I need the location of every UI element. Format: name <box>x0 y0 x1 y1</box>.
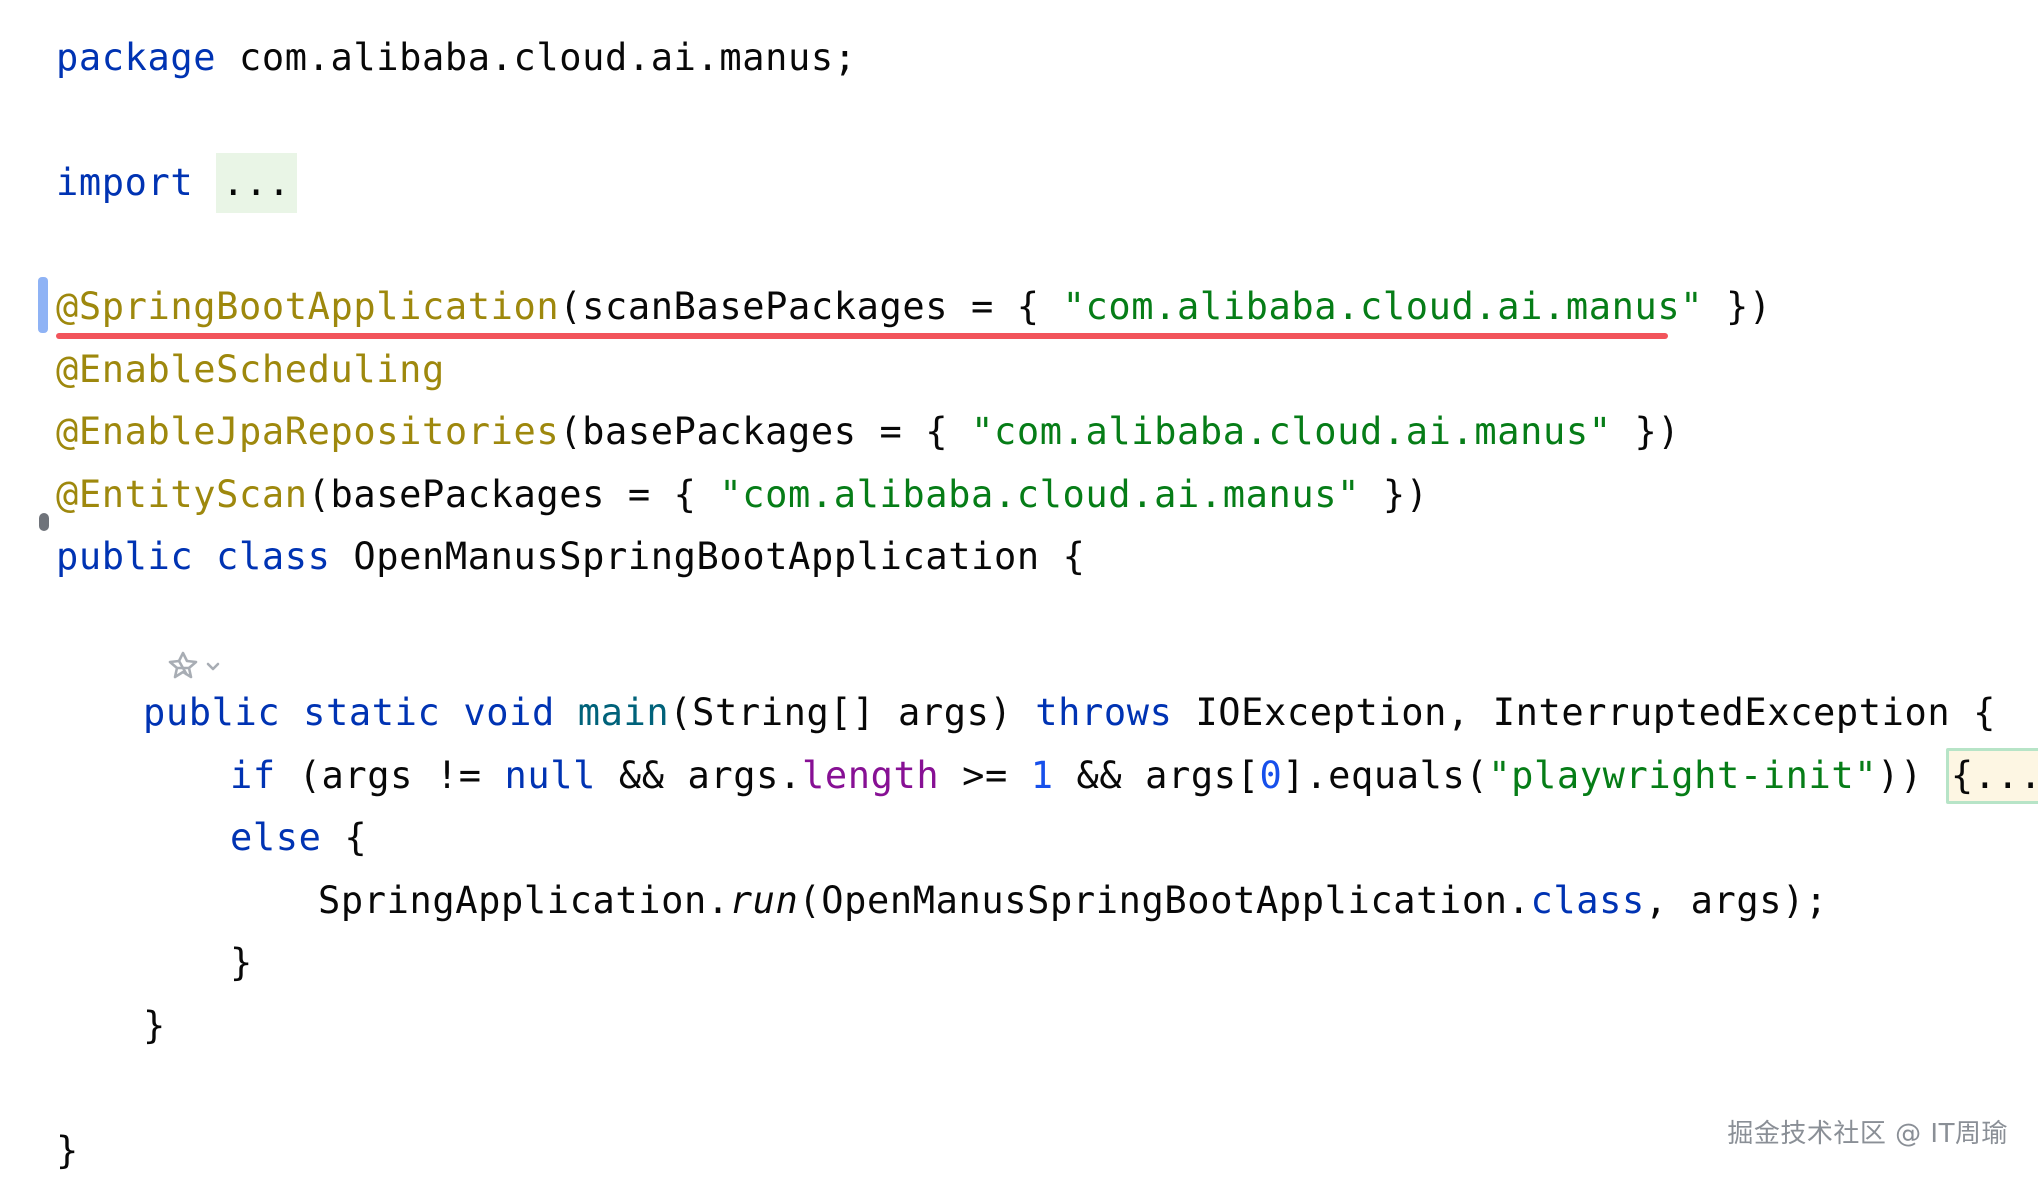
annotation-args-close: }) <box>1611 410 1681 453</box>
keyword-public: public <box>143 691 281 734</box>
number-literal-1: 1 <box>1030 754 1054 797</box>
ai-sparkle-chevron-icon[interactable] <box>165 648 227 684</box>
code-line-class-declaration[interactable]: public class OpenManusSpringBootApplicat… <box>56 527 1085 587</box>
keyword-static: static <box>303 691 441 734</box>
code-fragment: (args != <box>275 754 505 797</box>
folded-imports[interactable]: ... <box>216 153 297 213</box>
number-literal-0: 0 <box>1259 754 1283 797</box>
annotation-args: (basePackages = { <box>307 473 720 516</box>
code-line-close-main[interactable]: } <box>143 996 166 1056</box>
code-line-enablejparepositories[interactable]: @EnableJpaRepositories(basePackages = { … <box>56 402 1680 462</box>
code-line-main-method[interactable]: public static void main(String[] args) t… <box>143 683 1996 743</box>
method-params: (String[] args) <box>669 691 1036 734</box>
code-line-else[interactable]: else { <box>230 808 367 868</box>
annotation-springbootapplication: @SpringBootApplication <box>56 285 560 328</box>
string-literal: "com.alibaba.cloud.ai.manus" <box>1062 285 1704 328</box>
keyword-class: class <box>216 535 331 578</box>
code-fragment: >= <box>939 754 1031 797</box>
annotation-args: (scanBasePackages = { <box>559 285 1063 328</box>
package-name: com.alibaba.cloud.ai.manus; <box>216 36 857 79</box>
code-line-close-class[interactable]: } <box>56 1121 79 1181</box>
code-fragment: ].equals( <box>1282 754 1489 797</box>
keyword-import: import <box>56 161 194 204</box>
annotation-args-close: }) <box>1359 473 1429 516</box>
string-literal: "playwright-init" <box>1488 754 1878 797</box>
gutter-change-marker[interactable] <box>38 277 48 333</box>
closing-brace: } <box>56 1129 79 1172</box>
keyword-null: null <box>504 754 597 797</box>
code-fragment: )) <box>1877 754 1946 797</box>
code-line-enablescheduling[interactable]: @EnableScheduling <box>56 340 445 400</box>
method-name-main: main <box>577 691 670 734</box>
field-length: length <box>801 754 940 797</box>
closing-brace: } <box>230 941 253 984</box>
keyword-if: if <box>230 754 276 797</box>
code-line-import[interactable]: import ... <box>56 153 297 213</box>
code-line-package[interactable]: package com.alibaba.cloud.ai.manus; <box>56 28 857 88</box>
keyword-class: class <box>1530 879 1645 922</box>
folded-block[interactable]: {...} <box>1945 748 2038 804</box>
closing-brace: } <box>143 1004 166 1047</box>
string-literal: "com.alibaba.cloud.ai.manus" <box>971 410 1612 453</box>
sparkle-icon <box>168 651 220 679</box>
annotation-args-close: }) <box>1703 285 1772 328</box>
annotation-args: (basePackages = { <box>559 410 972 453</box>
code-line-springbootapplication[interactable]: @SpringBootApplication(scanBasePackages … <box>56 277 1772 337</box>
keyword-void: void <box>463 691 555 734</box>
code-line-spring-run[interactable]: SpringApplication.run(OpenManusSpringBoo… <box>318 871 1828 931</box>
keyword-throws: throws <box>1035 691 1173 734</box>
code-line-close-else[interactable]: } <box>230 933 253 993</box>
watermark: 掘金技术社区 @ IT周瑜 <box>1727 1119 2008 1149</box>
code-fragment: { <box>321 816 368 859</box>
keyword-public: public <box>56 535 194 578</box>
keyword-else: else <box>230 816 322 859</box>
red-highlight-underline <box>56 333 1668 339</box>
keyword-package: package <box>56 36 217 79</box>
annotation-enablejparepositories: @EnableJpaRepositories <box>56 410 560 453</box>
string-literal: "com.alibaba.cloud.ai.manus" <box>719 473 1360 516</box>
exception-list: IOException, InterruptedException { <box>1172 691 1997 734</box>
code-line-entityscan[interactable]: @EntityScan(basePackages = { "com.alibab… <box>56 465 1429 525</box>
method-run: run <box>729 879 799 922</box>
code-fragment: && args. <box>596 754 802 797</box>
class-name: OpenManusSpringBootApplication { <box>330 535 1086 578</box>
gutter-dot-marker[interactable] <box>39 513 49 531</box>
code-fragment: && args[ <box>1053 754 1260 797</box>
code-fragment: SpringApplication. <box>318 879 730 922</box>
annotation-entityscan: @EntityScan <box>56 473 308 516</box>
annotation-enablescheduling: @EnableScheduling <box>56 348 445 391</box>
code-line-if-statement[interactable]: if (args != null && args.length >= 1 && … <box>230 746 2038 806</box>
code-fragment: , args); <box>1644 879 1828 922</box>
code-fragment: (OpenManusSpringBootApplication. <box>798 879 1531 922</box>
